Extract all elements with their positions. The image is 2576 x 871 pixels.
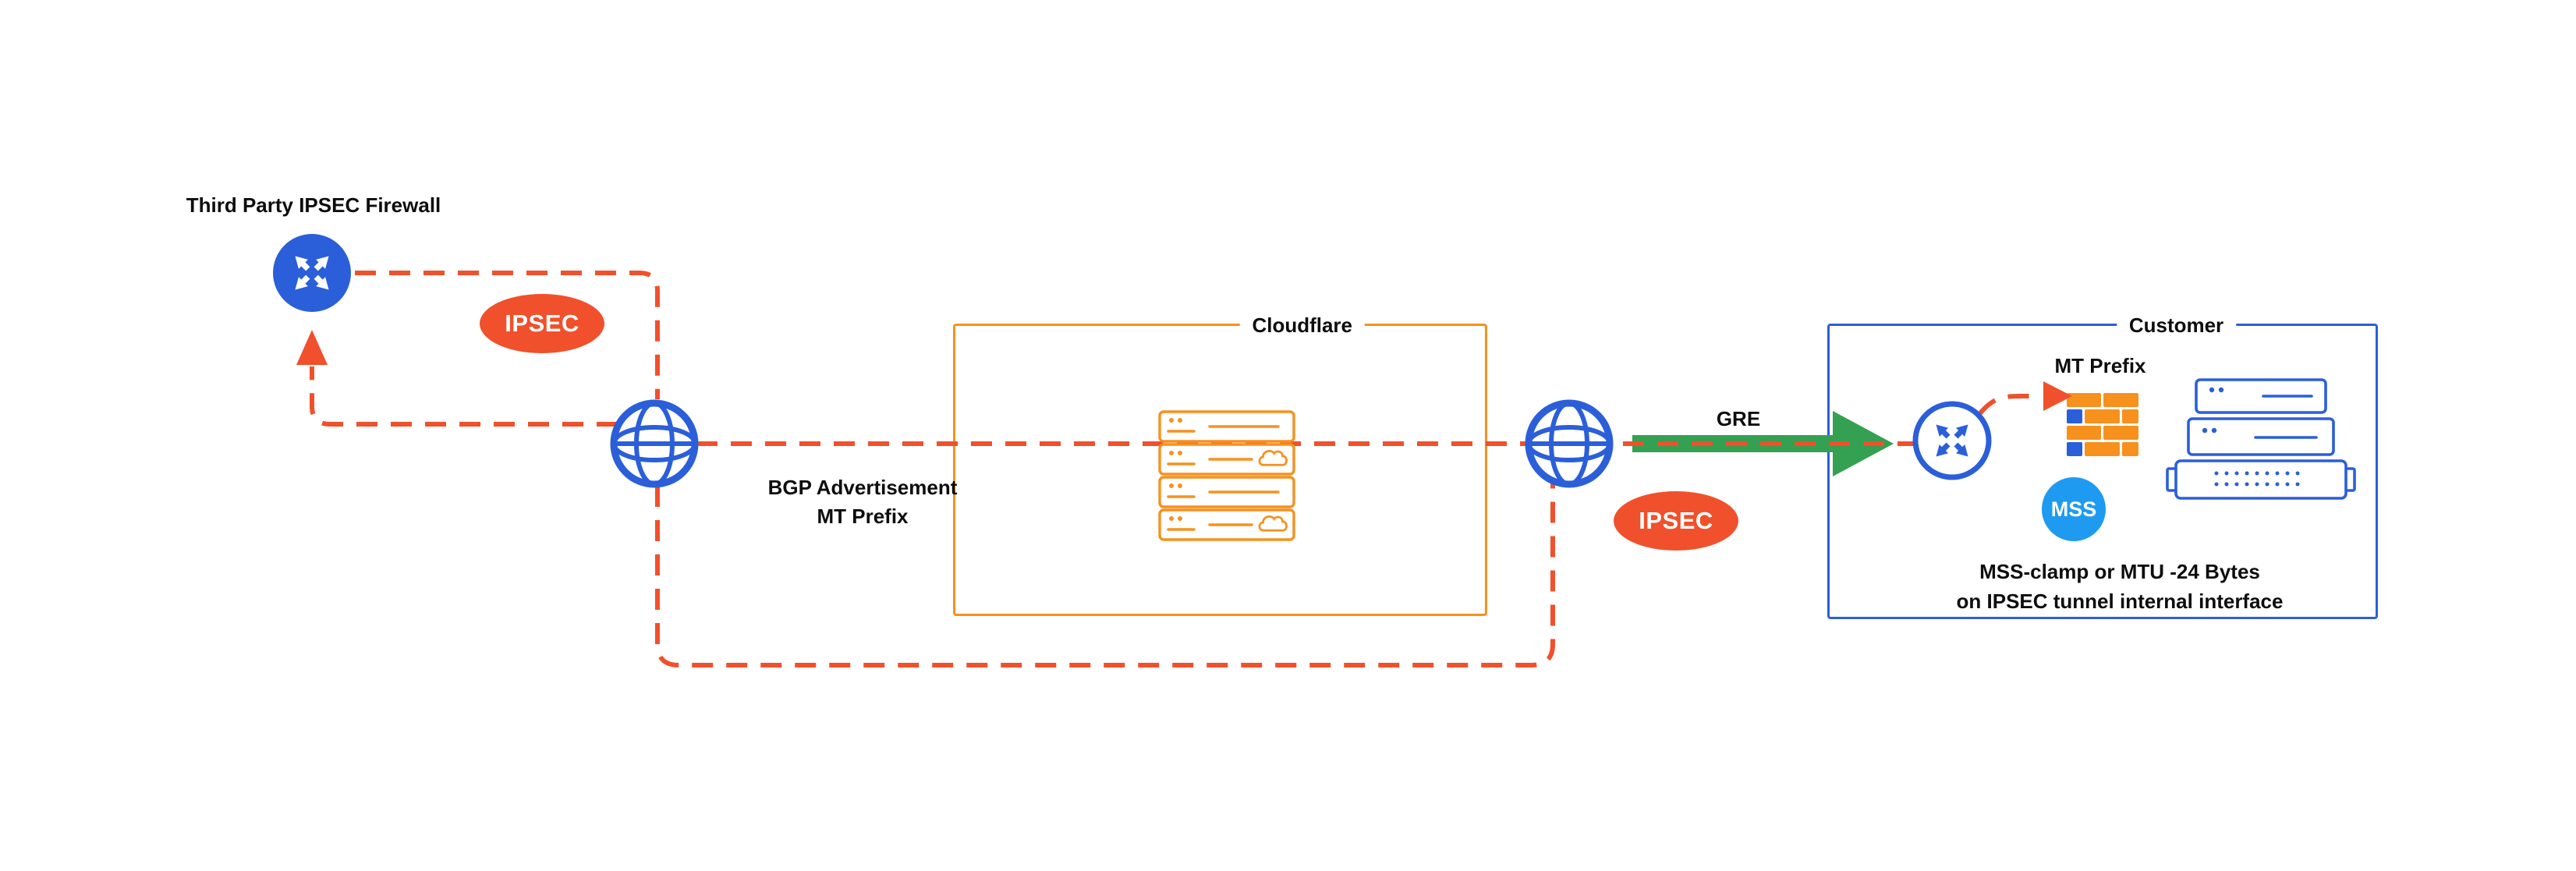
ipsec-badge-right: IPSEC: [1614, 491, 1738, 551]
ipsec-badge-left: IPSEC: [480, 294, 604, 353]
tunnel-up-arrowhead: [296, 330, 328, 365]
internet-globe-right-icon: [1529, 403, 1610, 484]
customer-router-icon: [1912, 401, 1992, 480]
mss-clamp-note: MSS-clamp or MTU -24 Bytes on IPSEC tunn…: [1957, 557, 2284, 616]
bgp-advertisement-label: BGP Advertisement MT Prefix: [768, 473, 958, 531]
bgp-advertisement-line1: BGP Advertisement: [767, 476, 958, 499]
path-internet-to-firewall: [310, 366, 618, 427]
customer-mt-prefix-label: MT Prefix: [2054, 354, 2146, 377]
bgp-advertisement-line2: MT Prefix: [817, 505, 909, 528]
internet-globe-left-icon: [614, 403, 695, 484]
cloud-icon: [1258, 450, 1288, 466]
customer-box: Customer: [1827, 313, 2378, 619]
mss-clamp-line1: MSS-clamp or MTU -24 Bytes: [1979, 560, 2260, 583]
cloudflare-servers-icon: [1158, 410, 1295, 541]
path-router-to-mtprefix: [1977, 394, 2041, 416]
mtprefix-arrowhead: [2043, 381, 2072, 411]
path-firewall-to-internet: [355, 271, 660, 399]
ipsec-tunnel-paths: [310, 271, 2041, 667]
customer-box-label: Customer: [2116, 313, 2237, 338]
mss-badge: MSS: [2042, 477, 2106, 541]
mss-clamp-line2: on IPSEC tunnel internal interface: [1956, 590, 2284, 613]
path-bottom-loop: [655, 473, 1555, 667]
cloudflare-box-label: Cloudflare: [1239, 313, 1366, 338]
gre-label: GRE: [1716, 407, 1761, 430]
cloud-icon: [1258, 515, 1288, 532]
customer-servers-icon: [2166, 378, 2356, 500]
third-party-firewall-router-icon: [273, 234, 351, 312]
third-party-firewall-label: Third Party IPSEC Firewall: [186, 193, 441, 217]
cloudflare-box: Cloudflare: [953, 313, 1487, 616]
firewall-bricks-icon: [2067, 393, 2138, 456]
